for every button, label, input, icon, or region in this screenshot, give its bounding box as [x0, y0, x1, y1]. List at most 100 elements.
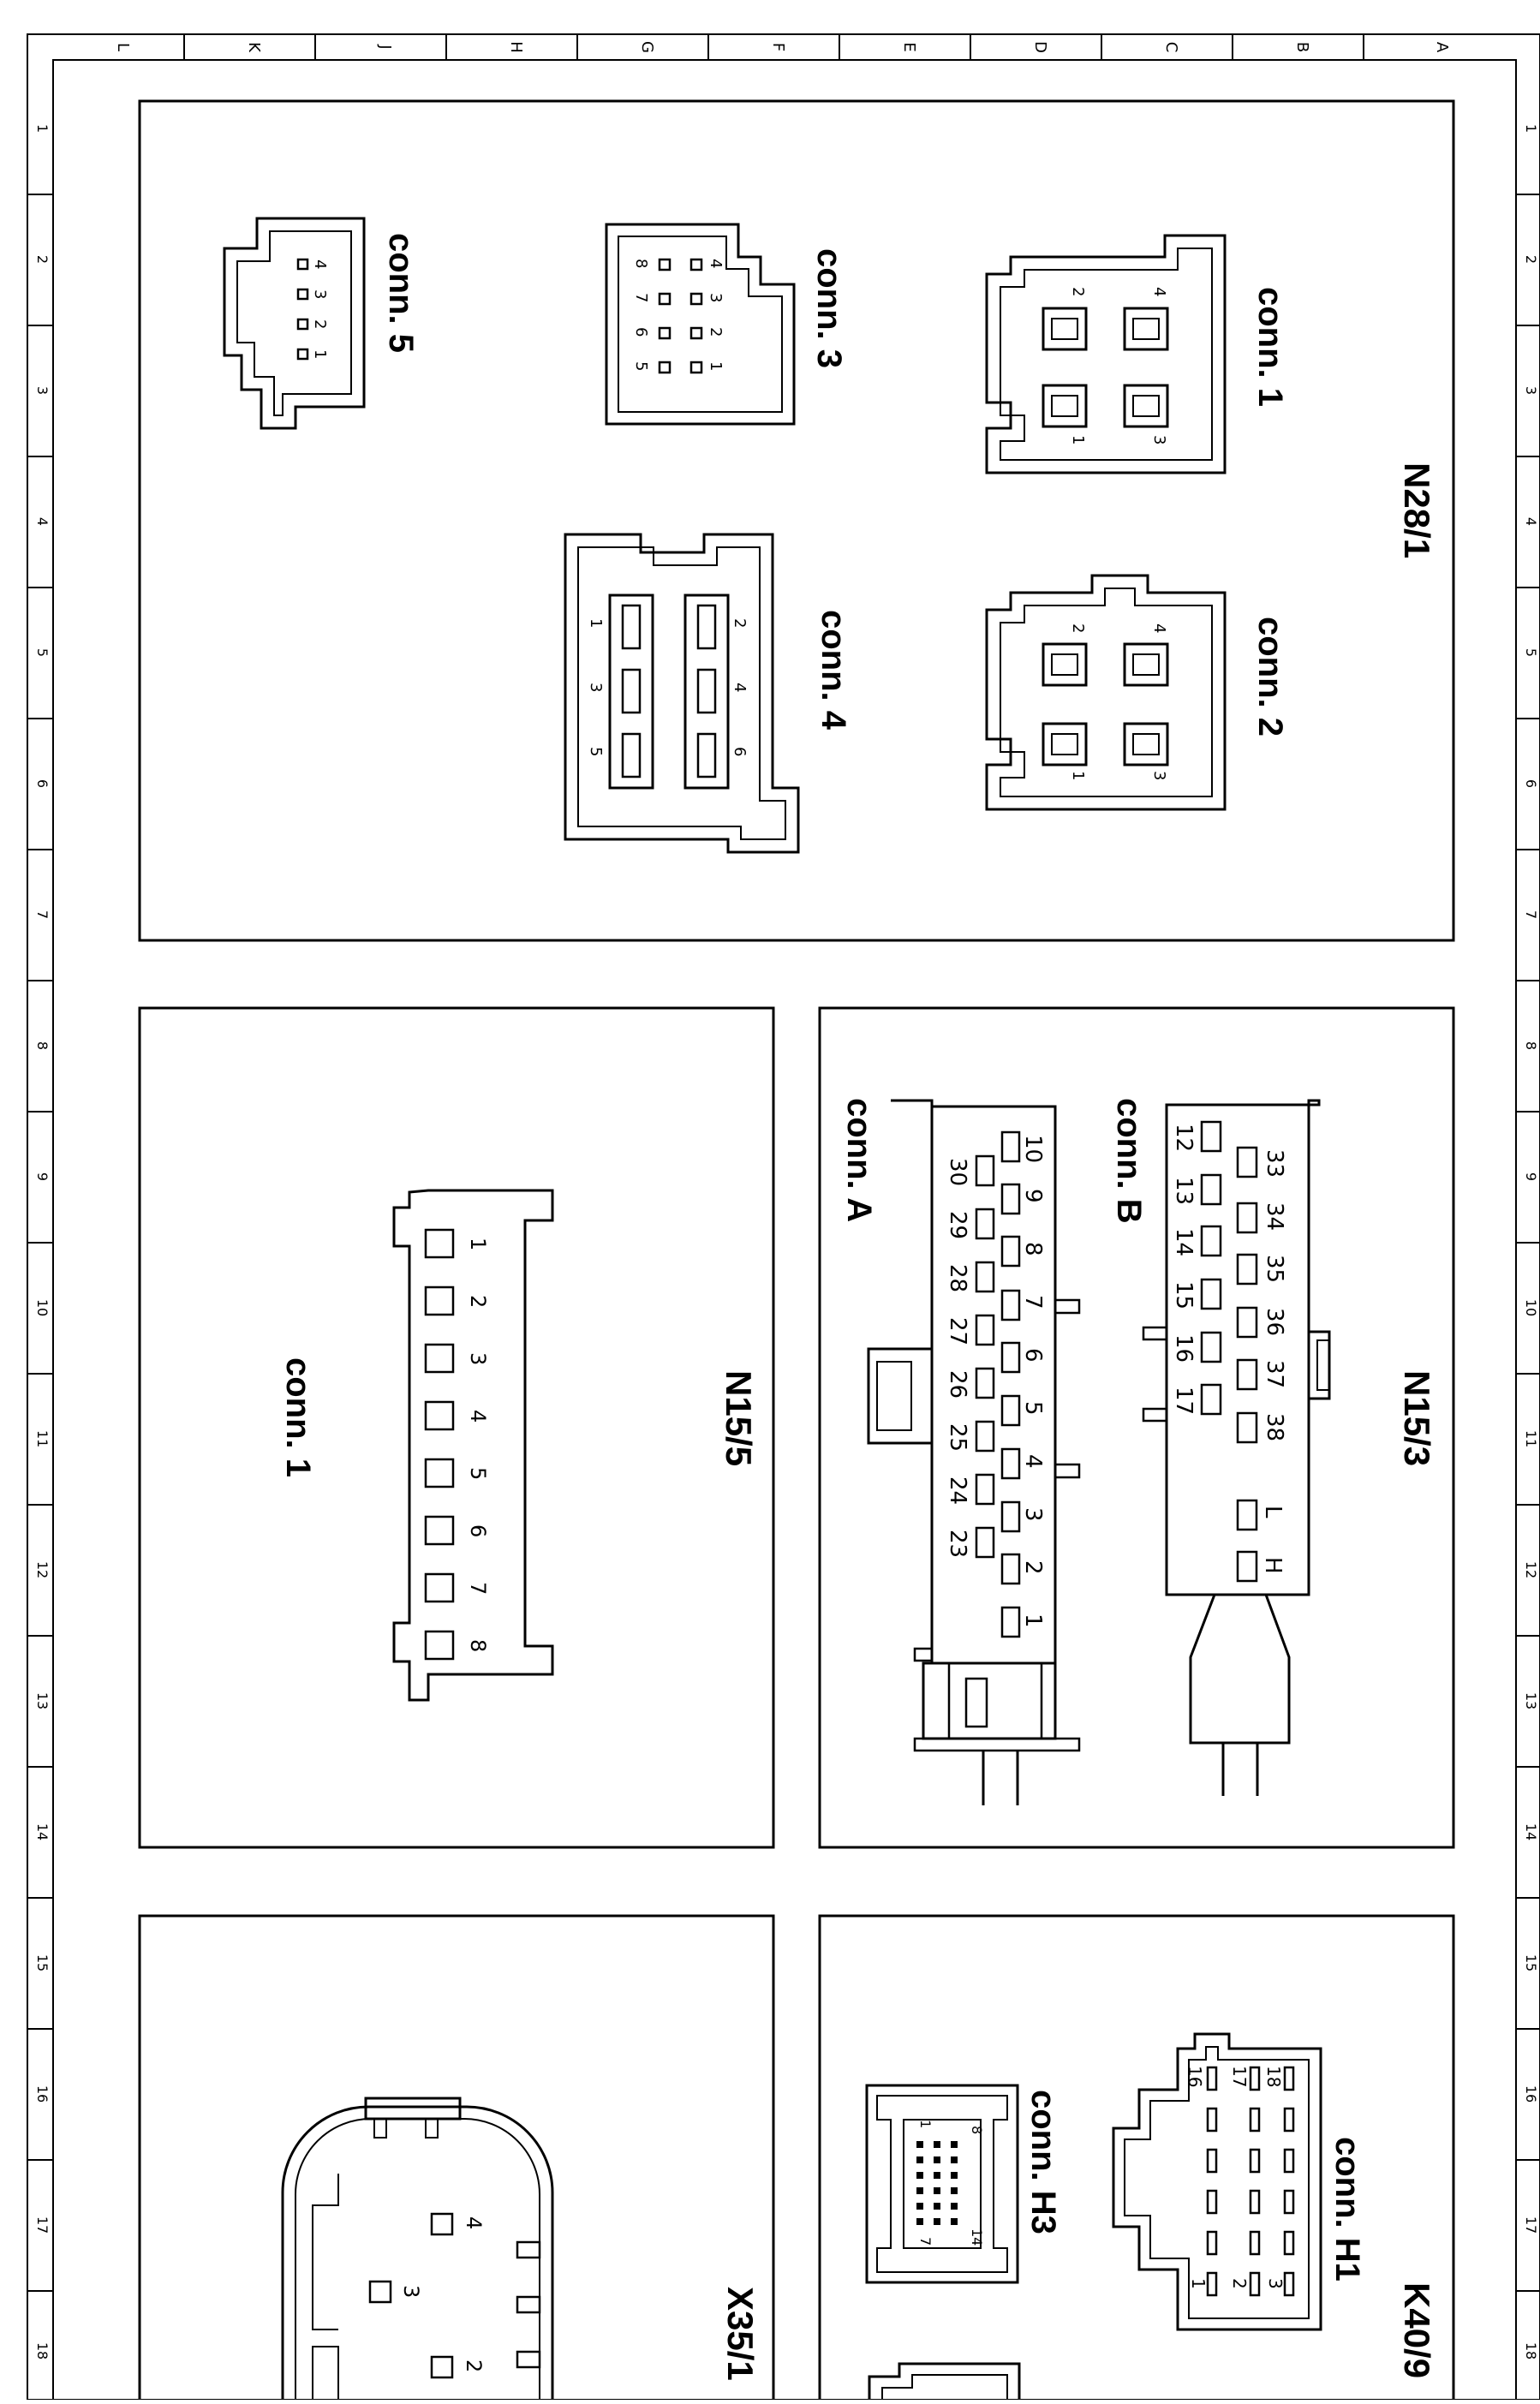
- n15-conn-b: 33 34 35 36 37 38 12 13 14 15 16 17 L H …: [1110, 1098, 1331, 1796]
- col-label: H: [507, 41, 525, 53]
- connector-outline: [865, 2084, 1019, 2284]
- row-label: 3: [1523, 386, 1539, 395]
- pin-number: 1: [1069, 771, 1087, 780]
- pin-cavity: [1042, 384, 1088, 428]
- pin-number: 1: [1069, 435, 1087, 444]
- pin-cavity: [1042, 722, 1088, 767]
- pin-number: 4: [462, 2216, 486, 2229]
- pin-number: 2: [466, 1295, 490, 1308]
- pin-cavity: [430, 2355, 454, 2379]
- pin-number: L: [1260, 1506, 1286, 1518]
- pin-number: 18: [1263, 2066, 1284, 2087]
- pin-number: 9: [1020, 1189, 1046, 1203]
- pin-number: 3: [1150, 771, 1168, 780]
- panel-title: N28/1: [1397, 462, 1437, 558]
- pin-number: 3: [707, 293, 725, 302]
- panel-border: [818, 1914, 1455, 2400]
- panel-title: N15/3: [1397, 1370, 1437, 1466]
- pin-number: 3: [1020, 1507, 1046, 1522]
- pin-number: 4: [1150, 623, 1168, 633]
- pin-number: 4: [1150, 287, 1168, 296]
- pin-number: 6: [466, 1524, 490, 1537]
- pin-number: 25: [945, 1423, 970, 1452]
- row-label: 6: [1523, 779, 1539, 788]
- pin-number: 35: [1262, 1255, 1287, 1283]
- connector-outline: [564, 533, 800, 854]
- row-label: 5: [34, 648, 51, 657]
- pin-number: 12: [1171, 1124, 1197, 1152]
- connector-outline: [605, 223, 796, 426]
- pin-number: 6: [731, 747, 749, 756]
- x35-connector: 4 3 2: [281, 2097, 554, 2401]
- pin-number: 37: [1262, 1360, 1287, 1388]
- pin-number: 3: [311, 289, 329, 299]
- row-label: 7: [1523, 910, 1539, 919]
- pin-number: 8: [632, 259, 650, 268]
- row-label: 8: [34, 1041, 51, 1050]
- k40-conn-h3: 8 1 14 7 conn. H3: [865, 2084, 1062, 2284]
- pin-number: 4: [707, 259, 725, 268]
- pin-number: 23: [945, 1530, 970, 1558]
- row-label: 11: [1523, 1430, 1539, 1447]
- row-label: 15: [1523, 1954, 1539, 1972]
- pin-number: 4: [1020, 1454, 1046, 1469]
- n15-5-conn1: 1 2 3 4 5 6 7 8 conn. 1: [279, 1189, 554, 1702]
- row-label: 12: [34, 1561, 51, 1578]
- column-letters: L K J H G F E D C B A: [114, 41, 1451, 53]
- pin-number: 15: [1171, 1281, 1197, 1309]
- col-label: A: [1433, 42, 1451, 53]
- row-label: 16: [1523, 2085, 1539, 2103]
- pin-number: 3: [466, 1352, 490, 1365]
- row-label: 17: [34, 2216, 51, 2234]
- pin-cavity: [1123, 384, 1169, 428]
- pin-cavity: [621, 732, 642, 778]
- pin-cavity: [424, 1515, 455, 1546]
- row-label: 10: [1523, 1299, 1539, 1316]
- pin-number: 8: [466, 1639, 490, 1652]
- pin-number: 27: [945, 1317, 970, 1345]
- row-ruler: [27, 194, 1540, 2292]
- col-label: B: [1293, 42, 1311, 52]
- row-label: 14: [34, 1823, 51, 1840]
- pin-number: 2: [1229, 2278, 1250, 2289]
- pin-number: 2: [731, 618, 749, 628]
- pin-number: 5: [466, 1467, 490, 1480]
- pin-cavity: [368, 2280, 392, 2304]
- connector-label: conn. 2: [1251, 617, 1289, 737]
- pin-cavity: [696, 668, 717, 714]
- n28-conn4: 2 4 6 1 3 5 conn. 4: [564, 533, 852, 854]
- pin-number: 3: [1150, 435, 1168, 444]
- pin-number: 7: [466, 1582, 490, 1595]
- pin-number: 2: [462, 2359, 486, 2372]
- pin-number: 7: [917, 2237, 934, 2246]
- connector-label: conn. 1: [1251, 287, 1289, 407]
- panel-title: K40/9: [1397, 2282, 1437, 2378]
- panel-k40-9: K40/9 18 17 16 3 2 1 conn. H1: [818, 1914, 1455, 2400]
- row-label: 1: [1523, 124, 1539, 133]
- row-label: 14: [1523, 1823, 1539, 1840]
- panel-n15-5: N15/5 1 2 3 4 5 6 7 8: [138, 1006, 775, 1849]
- pin-number: 17: [1171, 1387, 1197, 1415]
- row-label: 10: [34, 1299, 51, 1316]
- col-label: E: [900, 42, 918, 51]
- pin-cavity: [424, 1228, 455, 1259]
- row-label: 2: [1523, 255, 1539, 264]
- col-label: C: [1162, 42, 1180, 53]
- pin-number: 16: [1185, 2066, 1205, 2087]
- pin-cavity: [424, 1400, 455, 1431]
- row-label: 5: [1523, 648, 1539, 657]
- row-label: 7: [34, 910, 51, 919]
- row-label: 15: [34, 1954, 51, 1972]
- column-ruler: [183, 34, 1364, 60]
- row-label: 4: [1523, 517, 1539, 526]
- row-label: 9: [1523, 1172, 1539, 1181]
- row-label: 6: [34, 779, 51, 788]
- pin-number: 6: [1020, 1348, 1046, 1363]
- connector-body: [1165, 1099, 1321, 1596]
- pin-number: 6: [632, 327, 650, 337]
- row-label: 13: [1523, 1692, 1539, 1709]
- pin-number: H: [1260, 1557, 1286, 1574]
- connector-label: conn. 4: [815, 610, 852, 731]
- connector-outline: [392, 1189, 554, 1702]
